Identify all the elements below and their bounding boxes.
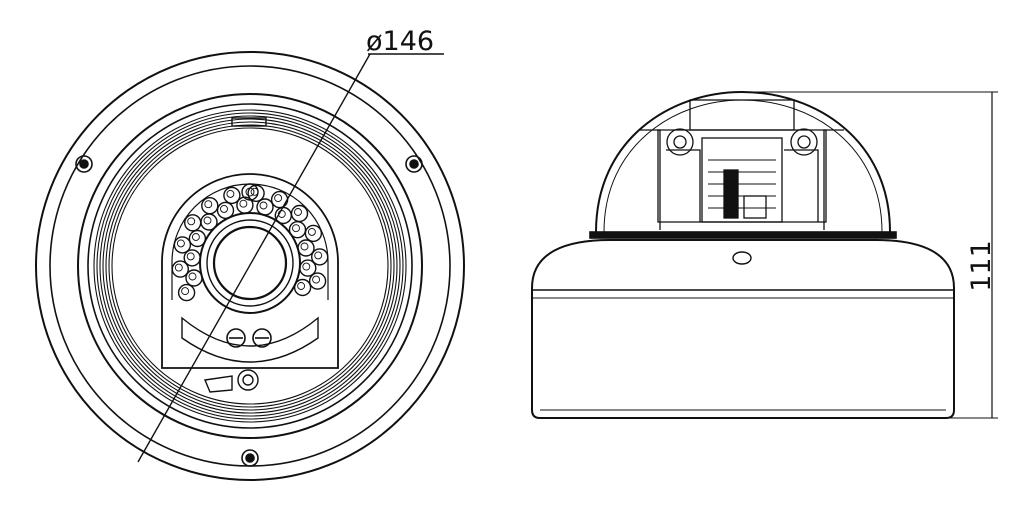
housing-body [531, 239, 955, 419]
thread-ring [108, 124, 392, 408]
thread-ring [102, 118, 398, 414]
gimbal-mechanism [640, 99, 844, 230]
diameter-leader-line [137, 53, 371, 463]
outer-housing-ring [35, 51, 465, 481]
dome-bubble-inner [603, 99, 883, 233]
dome-bubble [595, 90, 891, 233]
thread-ring [111, 127, 389, 405]
thread-ring [93, 109, 407, 423]
ir-led [173, 236, 192, 254]
top-clip [231, 117, 267, 127]
height-label: 111 [966, 240, 997, 292]
adjustment-screw [252, 328, 272, 348]
lens-outer-ring [199, 212, 301, 314]
ir-led [256, 198, 274, 216]
mount-screw [241, 449, 259, 467]
mount-screw [405, 155, 423, 173]
light-sensor [241, 183, 259, 201]
ir-led [177, 283, 196, 302]
side-view [531, 90, 998, 419]
ir-led [308, 272, 327, 290]
ir-led [304, 224, 323, 243]
mount-screws [75, 155, 423, 467]
ir-led [201, 196, 219, 215]
flange-ring [77, 93, 423, 439]
mount-screw [75, 155, 93, 173]
ir-led-ring [171, 184, 329, 302]
dome-base-ring [589, 231, 897, 239]
ir-led [223, 186, 241, 205]
ir-led [183, 214, 202, 232]
ir-led [185, 269, 203, 287]
thread-rings [93, 109, 407, 423]
light-sensor-inner [245, 187, 255, 197]
front-view [35, 51, 465, 481]
ir-led [297, 239, 315, 257]
thread-ring [99, 115, 401, 417]
indicator-led [732, 251, 752, 265]
lens-module-housing [161, 173, 339, 369]
lens-module-bottom-plate [181, 316, 319, 363]
ir-led [270, 190, 289, 209]
thread-ring [96, 112, 404, 420]
diameter-label: ø146 [366, 26, 434, 57]
ir-led [171, 260, 190, 278]
cable-connector [204, 369, 259, 393]
adjustment-screw [226, 328, 246, 348]
thread-ring [105, 121, 395, 411]
ir-led [290, 204, 309, 223]
lens-ring [206, 219, 294, 307]
flange-ring-inner [87, 103, 413, 429]
ir-led [288, 220, 307, 239]
lens-module-housing-inner [171, 183, 329, 300]
ir-led [311, 248, 329, 266]
lens-glass [212, 225, 288, 301]
